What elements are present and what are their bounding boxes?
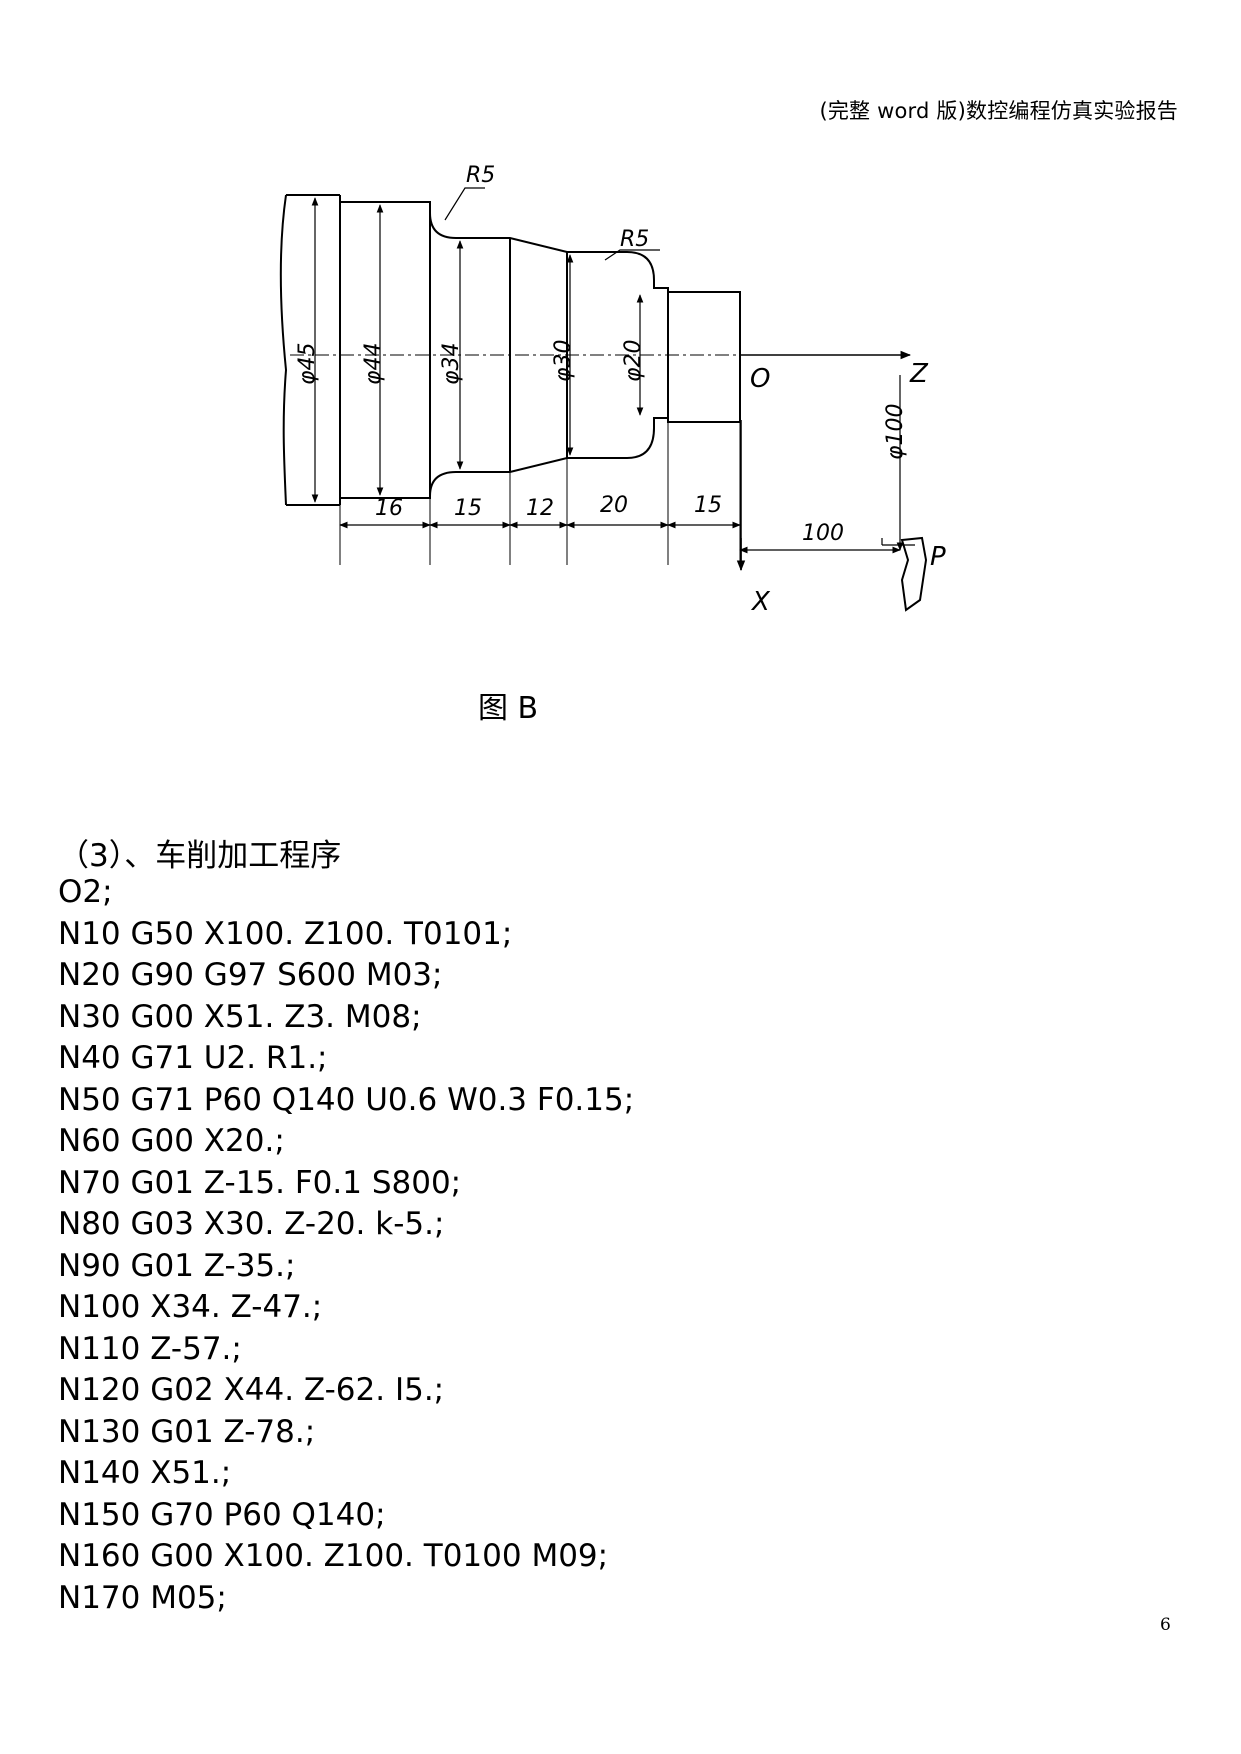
figure-caption: 图 B	[478, 691, 539, 726]
len-100-label: 100	[802, 521, 844, 546]
program-line: N100 X34. Z-47.;	[58, 1289, 323, 1325]
origin-label: O	[750, 364, 770, 394]
len-15b-label: 15	[694, 493, 722, 518]
program-line: N70 G01 Z-15. F0.1 S800;	[58, 1164, 462, 1201]
nc-program-listing: O2; N10 G50 X100. Z100. T0101; N20 G90 G…	[58, 872, 634, 1619]
d44-label: φ44	[361, 342, 386, 385]
program-line: N130 G01 Z-78.;	[58, 1413, 316, 1450]
program-line: N120 G02 X44. Z-62. I5.;	[58, 1372, 445, 1408]
d100-label: φ100	[883, 403, 908, 460]
program-line: N160 G00 X100. Z100. T0100 M09;	[58, 1538, 609, 1574]
d20-label: φ20	[621, 339, 646, 382]
program-line: N150 G70 P60 Q140;	[58, 1496, 386, 1533]
program-line: N20 G90 G97 S600 M03;	[58, 957, 443, 993]
d45-label: φ45	[295, 342, 320, 385]
len-15a-label: 15	[454, 496, 482, 521]
d30-label: φ30	[551, 339, 576, 382]
part-drawing-svg: R5 R5 φ45 φ44 φ34 φ30 φ20 φ100 O Z X P 1…	[279, 163, 946, 617]
program-line: O2;	[58, 874, 113, 910]
r5-top-label: R5	[466, 163, 495, 188]
len-20-label: 20	[600, 493, 628, 518]
program-line: N110 Z-57.;	[58, 1330, 242, 1367]
z-axis-label: Z	[909, 359, 929, 389]
program-line: N90 G01 Z-35.;	[58, 1247, 296, 1284]
program-line: N60 G00 X20.;	[58, 1123, 285, 1159]
section-heading: （3）、车削加工程序	[58, 838, 342, 874]
program-line: N50 G71 P60 Q140 U0.6 W0.3 F0.15;	[58, 1081, 635, 1118]
part-outline	[339, 195, 741, 505]
program-line: N40 G71 U2. R1.;	[58, 1040, 328, 1076]
program-line: N30 G00 X51. Z3. M08;	[58, 998, 422, 1035]
point-p-label: P	[930, 542, 946, 572]
page-header-title: (完整 word 版)数控编程仿真实验报告	[819, 99, 1178, 123]
d34-label: φ34	[439, 342, 464, 385]
r5-mid-label: R5	[620, 227, 649, 252]
program-line: N170 M05;	[58, 1579, 227, 1616]
turning-part-drawing: R5 R5 φ45 φ44 φ34 φ30 φ20 φ100 O Z X P 1…	[270, 160, 980, 660]
len-12-label: 12	[526, 496, 554, 521]
x-axis-label: X	[750, 587, 771, 617]
page-number: 6	[1160, 1615, 1171, 1635]
tool-icon	[900, 536, 928, 612]
program-line: N140 X51.;	[58, 1455, 232, 1491]
stock-break-line	[279, 194, 288, 506]
program-line: N80 G03 X30. Z-20. k-5.;	[58, 1206, 445, 1242]
len-16-label: 16	[375, 496, 403, 521]
program-line: N10 G50 X100. Z100. T0101;	[58, 915, 513, 952]
